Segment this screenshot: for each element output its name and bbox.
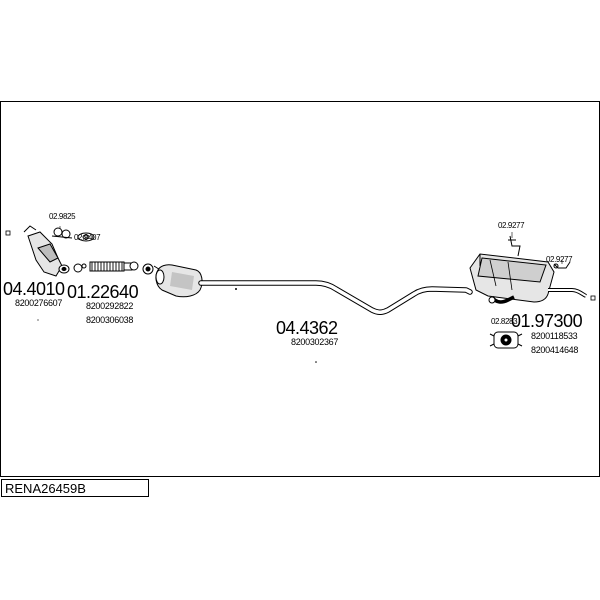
model-code: RENA26459B — [5, 481, 86, 496]
marker-square-left — [5, 230, 11, 236]
rear-silencer-drawing — [469, 253, 587, 304]
part-ref-4a: 8200118533 — [531, 331, 578, 341]
clamp-drawing-rear — [489, 331, 523, 349]
fitting-label-1: 02.9825 — [49, 212, 76, 221]
fitting-label-4: 02.9277 — [546, 255, 573, 264]
part-ref-3a: 8200302367 — [291, 337, 339, 347]
fitting-label-2: 02.9407 — [74, 233, 101, 242]
part-number-4: 01.97300 — [511, 311, 583, 331]
pipe-dot-left — [37, 319, 39, 321]
model-code-box — [1, 479, 149, 497]
hanger-drawing-right — [553, 261, 571, 269]
part-ref-4b: 8200414648 — [531, 345, 579, 355]
pipe-dot-lower — [315, 361, 317, 363]
fitting-label-3: 02.9277 — [498, 221, 525, 230]
marker-square-right — [590, 295, 596, 301]
pipe-dot — [235, 288, 237, 290]
fitting-label-5: 02.8283 — [491, 317, 518, 326]
part-number-2: 01.22640 — [67, 282, 139, 302]
part-ref-1a: 8200276607 — [15, 298, 63, 308]
part-number-3: 04.4362 — [276, 318, 338, 338]
hanger-drawing-upper — [508, 235, 521, 257]
clamp-drawing-upper — [51, 227, 73, 239]
middle-silencer-drawing — [155, 264, 203, 298]
part-ref-2a: 8200292822 — [86, 301, 134, 311]
catalytic-converter-drawing — [23, 225, 70, 277]
flex-pipe-drawing — [89, 261, 163, 275]
part-ref-2b: 8200306038 — [86, 315, 134, 325]
part-number-1: 04.4010 — [3, 279, 65, 299]
leader-lines — [59, 226, 563, 264]
